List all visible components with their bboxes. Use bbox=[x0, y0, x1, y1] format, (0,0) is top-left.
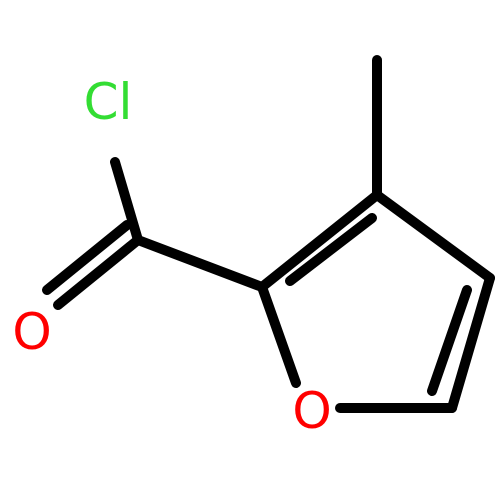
bond-c4-c5-outer bbox=[447, 273, 495, 413]
bond-carbonyl-carbon-c2 bbox=[133, 235, 267, 292]
bond-c2-c3-outer bbox=[257, 190, 382, 292]
bonds bbox=[42, 55, 495, 413]
carbonyl-oxygen-atom-label: O bbox=[12, 303, 51, 361]
ring-oxygen-atom-label: O bbox=[292, 382, 331, 440]
bond-c2-c3-inner bbox=[285, 213, 377, 286]
atom-labels: Cl O O bbox=[12, 73, 331, 440]
bond-c3-c4 bbox=[372, 190, 495, 283]
chlorine-atom-label: Cl bbox=[84, 73, 133, 131]
bond-ring-oxygen-c2 bbox=[257, 282, 301, 388]
bond-carbonyl-carbon-chlorine bbox=[110, 157, 143, 245]
bond-carbonyl-double-inner bbox=[42, 220, 132, 295]
bond-c4-c5-inner bbox=[427, 285, 472, 396]
bond-carbonyl-double-outer bbox=[53, 235, 143, 310]
